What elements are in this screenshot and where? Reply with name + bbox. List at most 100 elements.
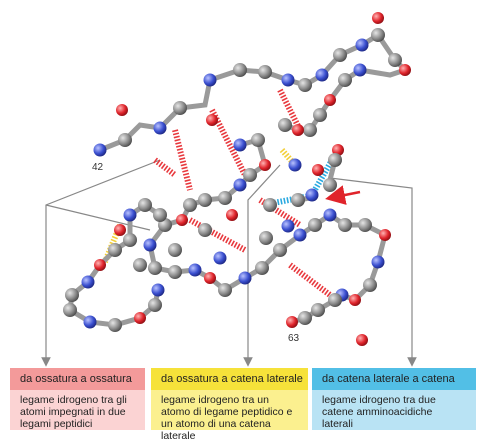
nitrogen-atom <box>123 208 137 222</box>
leader-line-sidechain-backbone <box>243 164 281 367</box>
legend-text: legame idrogeno tra un atomo di legame p… <box>151 390 308 442</box>
carbon-atom <box>263 198 277 212</box>
carbon-atom <box>183 198 197 212</box>
carbon-atom <box>328 153 342 167</box>
oxygen-atom <box>204 272 216 284</box>
hbond <box>172 129 193 191</box>
nitrogen-atom <box>93 143 107 157</box>
highlight-arrow <box>325 185 361 205</box>
legend-text: legame idrogeno tra due catene amminoaci… <box>312 390 476 430</box>
legend-box-backbone-backbone: da ossatura a ossatura legame idrogeno t… <box>10 368 145 430</box>
carbon-atom <box>65 288 79 302</box>
carbon-atom <box>259 231 273 245</box>
hbond <box>277 88 303 132</box>
hbond <box>209 108 248 177</box>
oxygen-atom <box>292 124 304 136</box>
legend-title: da ossatura a catena laterale <box>151 368 308 390</box>
oxygen-atom <box>94 259 106 271</box>
hbond <box>288 262 332 298</box>
oxygen-atom <box>356 334 368 346</box>
legend-box-backbone-sidechain: da ossatura a catena laterale legame idr… <box>151 368 308 442</box>
oxygen-atom <box>324 94 336 106</box>
nitrogen-atom <box>305 188 319 202</box>
hbond <box>309 158 335 197</box>
carbon-atom <box>313 108 327 122</box>
oxygen-atom <box>206 114 218 126</box>
carbon-atom <box>153 208 167 222</box>
carbon-atom <box>148 261 162 275</box>
atoms <box>63 12 411 346</box>
leader-lines <box>41 159 417 367</box>
residue-label-start: 42 <box>92 162 104 173</box>
hbonds-backbone <box>153 88 332 298</box>
hbond <box>188 217 247 253</box>
carbon-atom <box>338 73 352 87</box>
legend-title: da ossatura a ossatura <box>10 368 145 390</box>
oxygen-atom <box>312 164 324 176</box>
carbon-atom <box>173 101 187 115</box>
oxygen-atom <box>259 159 271 171</box>
carbon-atom <box>303 123 317 137</box>
carbon-atom <box>138 198 152 212</box>
carbon-atom <box>198 193 212 207</box>
nitrogen-atom <box>83 315 97 329</box>
carbon-atom <box>118 133 132 147</box>
carbon-atom <box>108 318 122 332</box>
oxygen-atom <box>349 294 361 306</box>
carbon-atom <box>358 218 372 232</box>
carbon-atom <box>233 63 247 77</box>
carbon-atom <box>311 303 325 317</box>
nitrogen-atom <box>153 121 167 135</box>
oxygen-atom <box>399 64 411 76</box>
nitrogen-atom <box>353 63 367 77</box>
carbon-atom <box>328 293 342 307</box>
carbon-atom <box>168 243 182 257</box>
chain-segment-top <box>97 31 410 153</box>
oxygen-atom <box>114 224 126 236</box>
carbon-atom <box>108 243 122 257</box>
nitrogen-atom <box>188 263 202 277</box>
nitrogen-atom <box>315 68 329 82</box>
carbon-atom <box>63 303 77 317</box>
carbon-atom <box>218 191 232 205</box>
carbon-atom <box>273 243 287 257</box>
leader-line-sidechain-sidechain <box>329 177 417 367</box>
residue-label-end: 63 <box>288 333 300 344</box>
nitrogen-atom <box>371 255 385 269</box>
carbon-atom <box>133 258 147 272</box>
oxygen-atom <box>286 316 298 328</box>
carbon-atom <box>298 311 312 325</box>
carbon-atom <box>338 218 352 232</box>
carbon-atom <box>243 168 257 182</box>
nitrogen-atom <box>233 178 247 192</box>
nitrogen-atom <box>293 228 307 242</box>
carbon-atom <box>123 233 137 247</box>
oxygen-atom <box>226 209 238 221</box>
carbon-atom <box>298 78 312 92</box>
carbon-atom <box>198 223 212 237</box>
nitrogen-atom <box>151 283 165 297</box>
legend-title: da catena laterale a catena laterale <box>312 368 476 407</box>
carbon-atom <box>258 65 272 79</box>
carbon-atom <box>371 28 385 42</box>
hbond <box>153 157 177 178</box>
nitrogen-atom <box>81 275 95 289</box>
carbon-atom <box>218 283 232 297</box>
oxygen-atom <box>134 312 146 324</box>
carbon-atom <box>168 265 182 279</box>
carbon-atom <box>255 261 269 275</box>
carbon-atom <box>251 133 265 147</box>
carbon-atom <box>148 298 162 312</box>
nitrogen-atom <box>213 251 227 265</box>
carbon-atom <box>291 193 305 207</box>
carbon-atom <box>333 48 347 62</box>
nitrogen-atom <box>233 138 247 152</box>
nitrogen-atom <box>203 73 217 87</box>
nitrogen-atom <box>238 271 252 285</box>
nitrogen-atom <box>143 238 157 252</box>
leader-line-backbone-b <box>45 204 151 231</box>
nitrogen-atom <box>281 219 295 233</box>
carbon-atom <box>278 118 292 132</box>
carbon-atom <box>323 178 337 192</box>
